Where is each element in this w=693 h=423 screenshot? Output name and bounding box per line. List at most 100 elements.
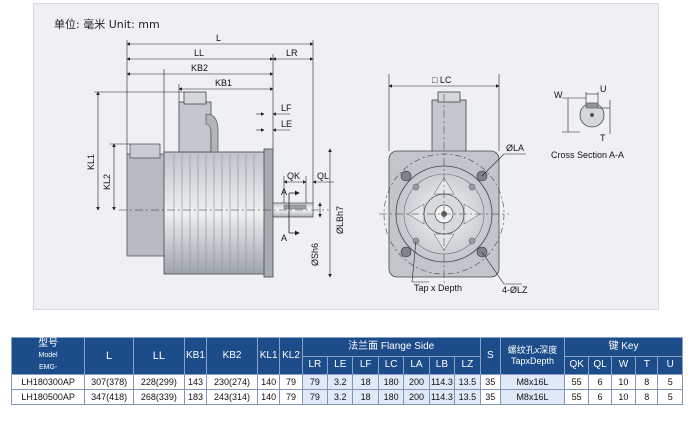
cell-lr: 79 (301, 374, 329, 390)
header-kb2: KB2 (206, 337, 258, 375)
dim-label-lz: 4-ØLZ (502, 285, 528, 295)
cell-lb: 114.3 (428, 389, 456, 405)
side-view (94, 40, 334, 278)
cross-section-caption: Cross Section A-A (551, 150, 625, 160)
header-model-en2: EMG- (38, 364, 58, 371)
cell-tap: M8x16L (499, 374, 565, 390)
subheader-lz: LZ (454, 355, 481, 375)
section-mark-a-bottom: A (281, 233, 288, 243)
cell-la: 200 (403, 374, 430, 390)
cell-qk: 55 (563, 389, 590, 405)
cell-ll: 268(339) (132, 389, 185, 405)
cell-t: 8 (635, 389, 659, 405)
cell-lf: 18 (352, 374, 379, 390)
cell-kb2: 243(314) (206, 389, 258, 405)
header-model-cn: 型号 (38, 338, 59, 349)
dim-label-lb: ØLBh7 (335, 205, 345, 234)
mount-hole (400, 170, 412, 182)
motor-body (163, 151, 267, 275)
cell-model: LH180500AP (10, 389, 86, 405)
technical-drawing: 单位: 毫米 Unit: mm L LL LR KB2 KB1 LF LE KL… (33, 3, 659, 310)
cell-lc: 180 (377, 374, 405, 390)
dim-label-ql: QL (317, 171, 330, 181)
cell-lf: 18 (352, 389, 379, 405)
dim-label-kl1: KL1 (86, 153, 96, 170)
cell-kb1: 183 (183, 389, 208, 405)
cell-model: LH180300AP (10, 374, 86, 390)
cell-kl1: 140 (256, 374, 281, 390)
header-s: S (479, 337, 501, 375)
dim-label-lc: □ LC (432, 75, 452, 85)
cell-lr: 79 (301, 389, 329, 405)
cell-lz: 13.5 (454, 389, 481, 405)
cell-u: 5 (657, 374, 683, 390)
cell-ql: 6 (588, 374, 612, 390)
subheader-t: T (635, 355, 659, 375)
header-kl1: KL1 (256, 337, 281, 375)
dim-label-l: L (216, 33, 222, 43)
front-view (379, 74, 526, 285)
cell-s: 35 (479, 389, 501, 405)
unit-note: 单位: 毫米 Unit: mm (54, 18, 160, 31)
dim-label-s: ØSh6 (310, 242, 320, 266)
cell-s: 35 (479, 374, 501, 390)
subheader-lr: LR (301, 355, 329, 375)
cell-kb1: 143 (183, 374, 208, 390)
dim-label-w: W (554, 90, 563, 100)
cell-le: 3.2 (327, 374, 354, 390)
cell-w: 10 (610, 389, 637, 405)
subheader-lb: LB (428, 355, 456, 375)
subheader-w: W (610, 355, 637, 375)
dim-label-lr: LR (286, 48, 298, 58)
subheader-ql: QL (588, 355, 612, 375)
header-tap: 螺纹孔x深度 TapxDepth (499, 337, 565, 375)
header-l: L (84, 337, 134, 375)
subheader-lc: LC (377, 355, 405, 375)
cell-lz: 13.5 (454, 374, 481, 390)
dim-label-qk: QK (287, 171, 301, 181)
cell-kl2: 79 (279, 389, 303, 405)
cell-qk: 55 (563, 374, 590, 390)
subheader-lf: LF (352, 355, 379, 375)
cell-kl2: 79 (279, 374, 303, 390)
header-flange: 法兰面 Flange Side (301, 337, 481, 357)
dim-label-la: ØLA (506, 143, 525, 153)
drawing-svg (94, 40, 611, 285)
header-model: 型号 Model EMG- (10, 337, 86, 375)
cell-l: 307(378) (84, 374, 134, 390)
section-mark-a-top: A (281, 187, 288, 197)
cell-ll: 228(299) (132, 374, 185, 390)
table-row: LH180500AP 347(418) 268(339) 183 243(314… (10, 389, 683, 405)
cell-u: 5 (657, 389, 683, 405)
dim-label-tap: Tap x Depth (414, 283, 463, 293)
dim-label-kb1: KB1 (215, 78, 233, 88)
cell-lb: 114.3 (428, 374, 456, 390)
cell-kb2: 230(274) (206, 374, 258, 390)
cell-le: 3.2 (327, 389, 354, 405)
header-tap-en: TapxDepth (510, 356, 554, 366)
cell-kl1: 140 (256, 389, 281, 405)
header-ll: LL (132, 337, 185, 375)
subheader-qk: QK (563, 355, 590, 375)
subheader-u: U (657, 355, 683, 375)
mount-hole (400, 246, 412, 258)
flange (263, 148, 274, 278)
dim-label-u: U (600, 84, 607, 94)
header-key: 键 Key (563, 337, 684, 357)
header-tap-cn: 螺纹孔x深度 (507, 345, 558, 355)
rear-cover (126, 153, 166, 257)
cell-lc: 180 (377, 389, 405, 405)
dim-label-ll: LL (194, 48, 205, 58)
header-model-en1: Model (38, 352, 58, 359)
cell-t: 8 (635, 374, 659, 390)
cell-la: 200 (403, 389, 430, 405)
header-kb1: KB1 (183, 337, 208, 375)
dim-label-le: LE (281, 119, 293, 129)
dim-label-lf: LF (281, 103, 292, 113)
spec-table: 型号 Model EMG- L LL KB1 KB2 KL1 KL2 法兰面 F… (10, 337, 684, 405)
cell-w: 10 (610, 374, 637, 390)
dim-label-kl2: KL2 (102, 173, 112, 190)
power-connector (178, 101, 212, 153)
subheader-la: LA (403, 355, 430, 375)
cell-tap: M8x16L (499, 389, 565, 405)
